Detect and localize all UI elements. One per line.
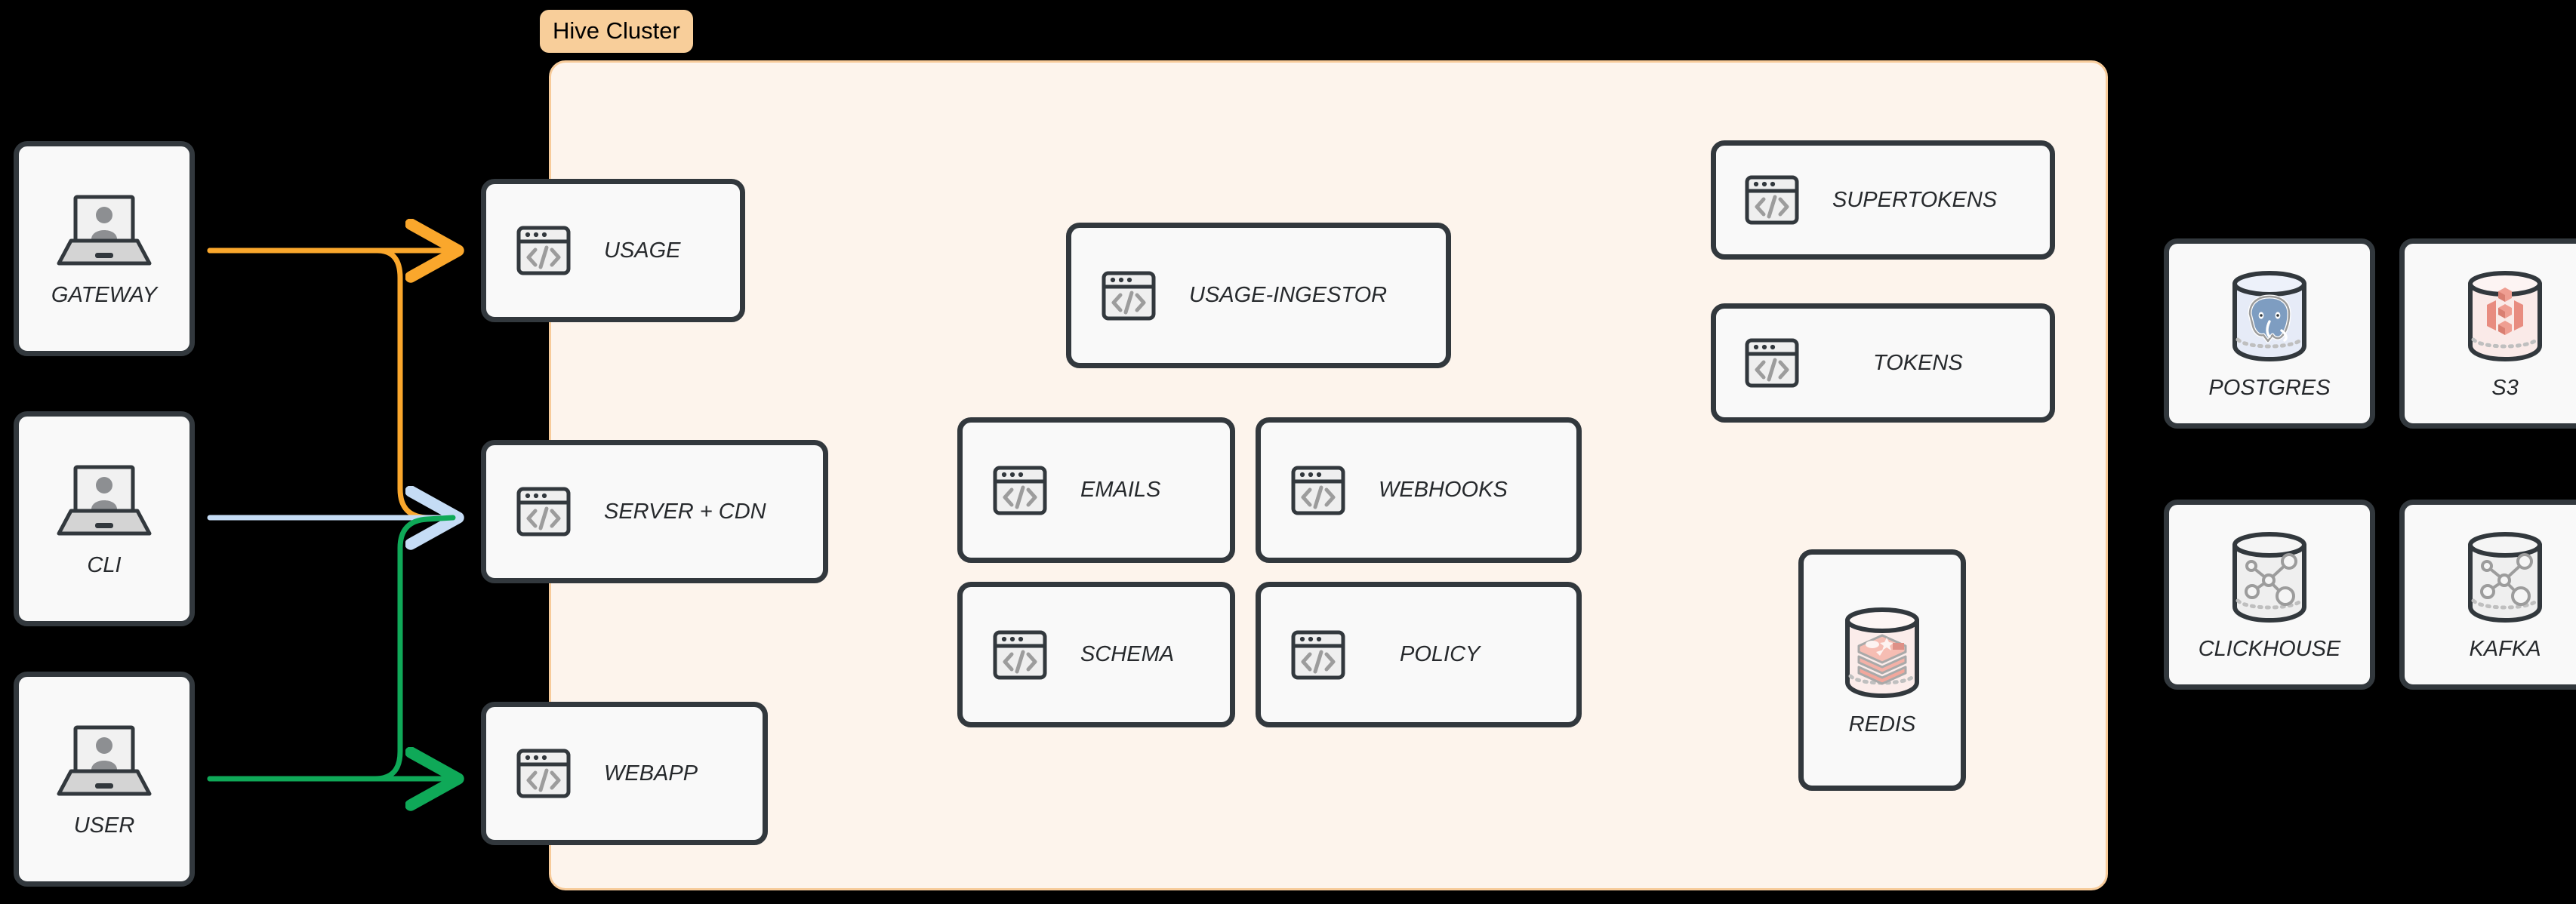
s3-cylinder-icon — [2460, 267, 2550, 365]
laptop-user-icon — [51, 189, 157, 272]
service-label: WEBHOOKS — [1379, 478, 1508, 502]
client-label: CLI — [87, 553, 122, 577]
graph-cylinder-icon — [2224, 528, 2315, 626]
service-label: SERVER + CDN — [604, 499, 766, 524]
service-label: SCHEMA — [1080, 642, 1175, 666]
store-s3[interactable]: S3 — [2399, 238, 2576, 429]
code-window-icon — [1100, 267, 1157, 324]
client-label: USER — [73, 813, 135, 838]
laptop-user-icon — [51, 720, 157, 803]
service-schema[interactable]: SCHEMA — [957, 582, 1235, 727]
hive-cluster-badge: Hive Cluster — [540, 10, 693, 53]
store-redis[interactable]: REDIS — [1798, 549, 1966, 791]
code-window-icon — [515, 745, 572, 802]
code-window-icon — [1743, 334, 1801, 392]
code-window-icon — [991, 462, 1049, 519]
service-tokens[interactable]: TOKENS — [1711, 303, 2055, 423]
code-window-icon — [1290, 626, 1347, 684]
service-label: USAGE-INGESTOR — [1189, 283, 1388, 307]
redis-cylinder-icon — [1837, 604, 1927, 702]
store-label: REDIS — [1848, 712, 1916, 736]
graph-cylinder-icon — [2460, 528, 2550, 626]
service-emails[interactable]: EMAILS — [957, 417, 1235, 563]
client-user[interactable]: USER — [14, 672, 195, 887]
service-label: TOKENS — [1873, 350, 1963, 375]
wire-user-to-server — [207, 515, 456, 782]
store-label: KAFKA — [2469, 636, 2541, 661]
service-label: USAGE — [604, 238, 681, 263]
wire-gateway-to-server — [207, 248, 456, 521]
store-label: CLICKHOUSE — [2198, 636, 2341, 661]
service-policy[interactable]: POLICY — [1256, 582, 1582, 727]
service-label: SUPERTOKENS — [1832, 187, 1998, 212]
client-cli[interactable]: CLI — [14, 411, 195, 626]
store-kafka[interactable]: KAFKA — [2399, 500, 2576, 690]
code-window-icon — [515, 222, 572, 279]
service-label: POLICY — [1400, 642, 1481, 666]
code-window-icon — [1290, 462, 1347, 519]
laptop-user-icon — [51, 460, 157, 543]
service-label: EMAILS — [1080, 478, 1161, 502]
client-label: GATEWAY — [51, 283, 158, 307]
store-label: POSTGRES — [2208, 375, 2331, 400]
service-webapp[interactable]: WEBAPP — [481, 702, 768, 845]
service-label: WEBAPP — [604, 761, 698, 786]
code-window-icon — [515, 483, 572, 540]
postgres-cylinder-icon — [2224, 267, 2315, 365]
code-window-icon — [1743, 171, 1801, 229]
store-clickhouse[interactable]: CLICKHOUSE — [2164, 500, 2375, 690]
code-window-icon — [991, 626, 1049, 684]
service-supertokens[interactable]: SUPERTOKENS — [1711, 140, 2055, 260]
service-usage-ingestor[interactable]: USAGE-INGESTOR — [1066, 223, 1451, 368]
store-postgres[interactable]: POSTGRES — [2164, 238, 2375, 429]
service-webhooks[interactable]: WEBHOOKS — [1256, 417, 1582, 563]
service-server-cdn[interactable]: SERVER + CDN — [481, 440, 828, 583]
store-label: S3 — [2491, 375, 2519, 400]
client-gateway[interactable]: GATEWAY — [14, 141, 195, 356]
service-usage[interactable]: USAGE — [481, 179, 745, 322]
